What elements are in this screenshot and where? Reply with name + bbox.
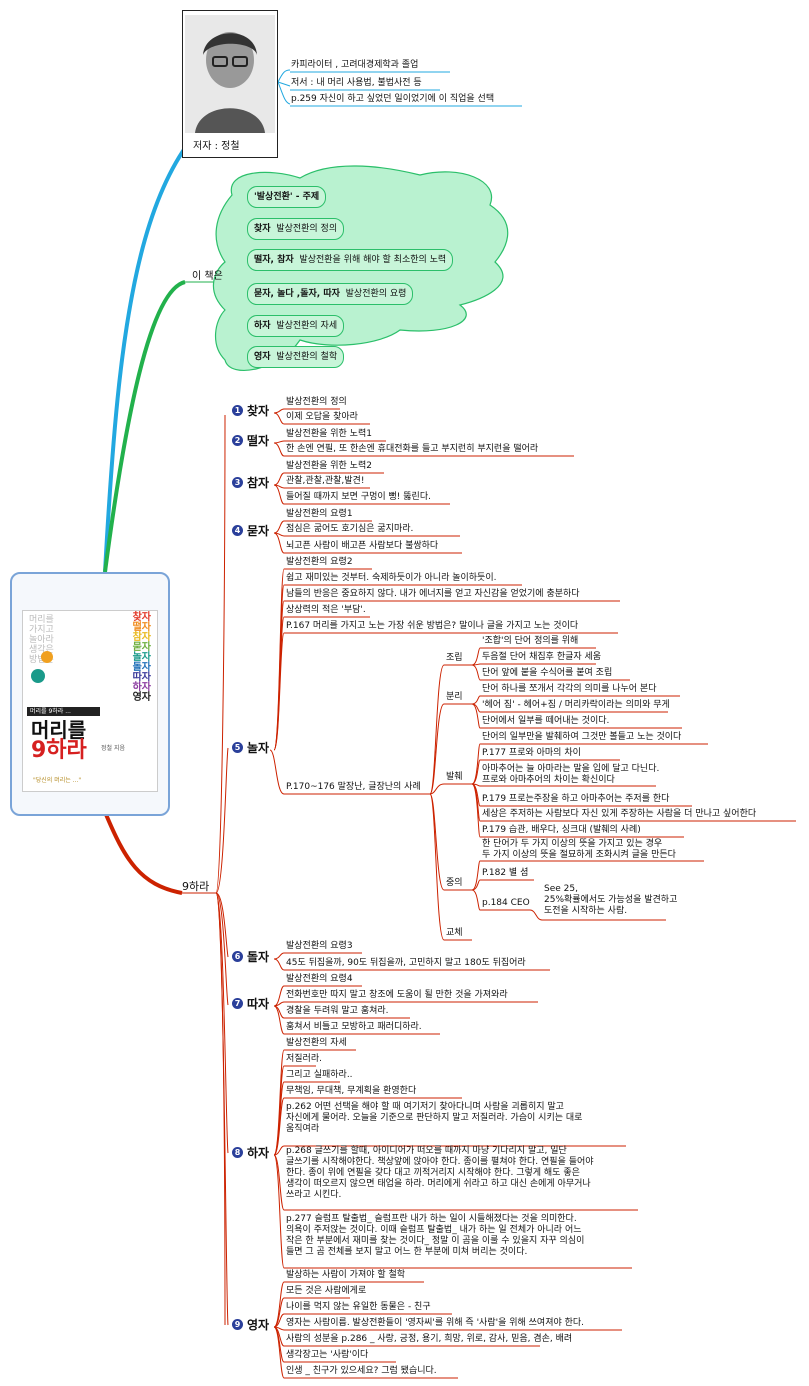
section-number-badge: 2 — [232, 435, 243, 446]
author-caption: 저자 : 정철 — [193, 141, 240, 152]
section-item: 그리고 실패하라.. — [286, 1070, 353, 1080]
group-item: 아마추어는 늘 아마라는 말을 입에 달고 다닌다. 프로와 아마추어의 차이는… — [482, 764, 660, 785]
section-item: 모든 것은 사람에게로 — [286, 1286, 367, 1296]
author-item: 저서 : 내 머리 사용법, 불법사전 등 — [291, 78, 422, 88]
section-number-badge: 9 — [232, 1319, 243, 1330]
section-item: 발상하는 사람이 가져야 할 철학 — [286, 1270, 406, 1280]
section-item: 나이를 먹지 않는 유일한 동물은 - 친구 — [286, 1302, 431, 1312]
section-item: 상상력의 적은 '부담'. — [286, 605, 366, 615]
group-item: '헤어 짐' - 헤어+짐 / 머리카락이라는 의미와 무게 — [482, 700, 670, 710]
section-item: 발상전환을 위한 노력1 — [286, 429, 372, 439]
section-item: 저질러라. — [286, 1054, 322, 1064]
section-item: 발상전환을 위한 노력2 — [286, 461, 372, 471]
book-words: 찾자 떨자 참자 묻자 놀자 돌자 따자 하자 영자 — [132, 612, 151, 703]
section-number-badge: 1 — [232, 405, 243, 416]
root-label: 9하라 — [182, 880, 210, 893]
section-item: p.277 슬럼프 탈출법_ 슬럼프란 내가 하는 일이 시들해졌다는 것을 의… — [286, 1214, 585, 1257]
section-item: 발상전환의 정의 — [286, 397, 347, 407]
section-label-s5: 놀자 — [247, 741, 270, 755]
group-item: P.179 습관, 배우다, 싱크대 (발췌의 사례) — [482, 825, 641, 835]
about-item: 묻자, 놀다 ,돌자, 따자 발상전환의 요령 — [247, 283, 414, 305]
group-label: 조립 — [446, 653, 463, 663]
book-author: 정철 지음 — [101, 745, 125, 752]
section-item: 점심은 굶어도 호기심은 굶지마라. — [286, 524, 414, 534]
group-item: P.177 프로와 아마의 차이 — [482, 748, 581, 758]
section-item: 들어질 때까지 보면 구멍이 뻥! 뚫린다. — [286, 492, 431, 502]
section-item: P.167 머리를 가지고 노는 가장 쉬운 방법은? 말이나 글을 가지고 노… — [286, 621, 579, 631]
about-item: '발상전환' - 주제 — [247, 186, 327, 208]
section-item: 생각장고는 '사람'이다 — [286, 1350, 369, 1360]
section-label-s7: 따자 — [247, 997, 270, 1011]
section-item: 뇌고픈 사람이 배고픈 사람보다 불쌍하다 — [286, 541, 439, 551]
about-item: 찾자 발상전환의 정의 — [247, 218, 345, 240]
section-item: 관찰,관찰,관찰,발견! — [286, 476, 365, 486]
book-cover: 머리를가지고놀아라생각은방법은 찾자 떨자 참자 묻자 놀자 돌자 따자 하자 … — [22, 610, 158, 792]
section-number-badge: 7 — [232, 998, 243, 1009]
dot-icon — [41, 651, 53, 663]
section-number-badge: 6 — [232, 951, 243, 962]
section-item: 발상전환의 자세 — [286, 1038, 347, 1048]
section-number-badge: 4 — [232, 525, 243, 536]
group-item: 단어에서 일부를 떼어내는 것이다. — [482, 716, 610, 726]
author-photo-card: 저자 : 정철 — [182, 10, 278, 158]
section-item: 45도 뒤집을까, 90도 뒤집을까, 고민하지 말고 180도 뒤집어라 — [286, 958, 526, 968]
section-item: 발상전환의 요령4 — [286, 974, 353, 984]
section-item: 전화번호만 따지 말고 창조에 도움이 될 만한 것을 가져와라 — [286, 990, 508, 1000]
book-title-2: 9하라 — [31, 738, 87, 763]
section-item: 발상전환의 요령1 — [286, 509, 353, 519]
group-item: P.179 프로는주장을 하고 아마추어는 주저를 한다 — [482, 794, 670, 804]
group-item: 세상은 주저하는 사람보다 자신 있게 주장하는 사람을 더 만나고 싶어한다 — [482, 809, 757, 819]
section-item: 발상전환의 요령3 — [286, 941, 353, 951]
section-item: 이제 오답을 찾아라 — [286, 412, 358, 422]
section-item: 영자는 사람이름. 발상전환들이 '영자씨'를 위해 즉 '사람'을 위해 쓰여… — [286, 1318, 585, 1328]
group-item: '조합'의 단어 정의를 위해 — [482, 636, 579, 646]
group-label: 교체 — [446, 928, 463, 938]
book-title-1: 머리를 — [31, 718, 87, 742]
group-item: 한 단어가 두 가지 이상의 뜻을 가지고 있는 경우 두 가지 이상의 뜻을 … — [482, 839, 676, 860]
book-cover-card: 머리를가지고놀아라생각은방법은 찾자 떨자 참자 묻자 놀자 돌자 따자 하자 … — [10, 572, 170, 816]
section-item: p.268 글쓰기를 할때, 아이디어가 떠오를 때까지 마냥 기다리지 말고,… — [286, 1146, 594, 1200]
section-item: 남들의 반응은 중요하지 않다. 내가 에너지를 얻고 자신감을 얻었기에 충분… — [286, 589, 580, 599]
section-label-s8: 하자 — [247, 1146, 270, 1160]
book-band: 머리를 9하라 ... — [27, 707, 100, 716]
section-item: p.262 어떤 선택을 해야 할 때 여기저기 찾아다니며 사람을 괴롭히지 … — [286, 1102, 583, 1134]
about-label: 이 책은 — [192, 271, 223, 282]
case-label: P.170~176 말장난, 글장난의 사례 — [286, 782, 421, 792]
about-item: 떨자, 참자 발상전환을 위해 해야 할 최소한의 노력 — [247, 249, 454, 271]
about-item: 하자 발상전환의 자세 — [247, 315, 345, 337]
section-item: 사람의 성분을 p.286 _ 사랑, 긍정, 용기, 희망, 위로, 감사, … — [286, 1334, 573, 1344]
group-item: p.184 CEO — [482, 898, 530, 908]
group-item: 단어의 일부만을 발췌하여 그것만 볼들고 노는 것이다 — [482, 732, 682, 742]
group-item: P.182 별 셤 — [482, 868, 529, 878]
section-label-s9: 영자 — [247, 1318, 270, 1332]
section-item: 훔쳐서 비틀고 모방하고 패러디하라. — [286, 1022, 422, 1032]
section-label-s1: 찾자 — [247, 404, 270, 418]
group-label: 분리 — [446, 692, 463, 702]
dot-icon — [31, 669, 45, 683]
section-label-s4: 묻자 — [247, 524, 270, 538]
book-tagline: "당신의 머리는 ..." — [33, 777, 82, 784]
section-item: 쉽고 재미있는 것부터. 숙제하듯이가 아니라 놀이하듯이. — [286, 573, 497, 583]
about-item: 영자 발상전환의 철학 — [247, 346, 345, 368]
section-label-s3: 참자 — [247, 476, 270, 490]
author-portrait-icon — [185, 15, 275, 133]
section-number-badge: 5 — [232, 742, 243, 753]
group-item: 단어 앞에 붙을 수식어를 붙여 조립 — [482, 668, 613, 678]
section-item: 인생 _ 친구가 있으세요? 그럼 됐습니다. — [286, 1366, 437, 1376]
group-label: 발췌 — [446, 772, 463, 782]
section-item: 무책임, 무대책, 무계획을 환영한다 — [286, 1086, 417, 1096]
ceo-note: See 25, 25%확률에서도 가능성을 발견하고 도전을 시작하는 사람. — [544, 884, 678, 916]
section-label-s6: 돌자 — [247, 950, 270, 964]
section-number-badge: 3 — [232, 477, 243, 488]
group-item: 단어 하나를 쪼개서 각각의 의미를 나누어 본다 — [482, 684, 657, 694]
group-item: 두음절 단어 채집후 한글자 세움 — [482, 652, 602, 662]
section-item: 발상전환의 요령2 — [286, 557, 353, 567]
group-label: 중의 — [446, 878, 463, 888]
section-item: 한 손엔 연필, 또 한손엔 휴대전화를 들고 부지런히 부지런을 떨어라 — [286, 444, 539, 454]
author-item: p.259 자신이 하고 싶었던 일이었기에 이 직업을 선택 — [291, 94, 495, 104]
section-label-s2: 떨자 — [247, 434, 270, 448]
section-item: 경찰을 두려워 말고 훔쳐라. — [286, 1006, 389, 1016]
section-number-badge: 8 — [232, 1147, 243, 1158]
author-item: 카피라이터 , 고려대경제학과 졸업 — [291, 60, 419, 70]
